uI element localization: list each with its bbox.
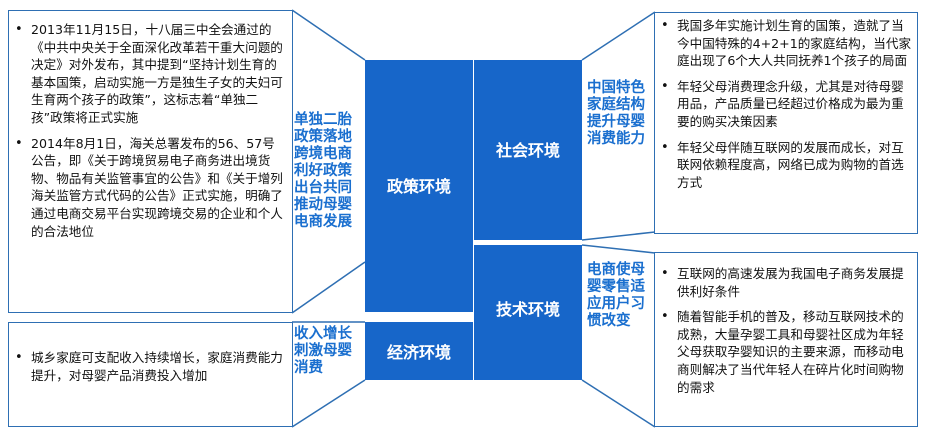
- policy-bullet-list: 2013年11月15日，十八届三中全会通过的《中共中央关于全面深化改革若干重大问…: [9, 11, 292, 240]
- economy-summary: 收入增长刺激母婴消费: [294, 326, 352, 376]
- policy-center-label: 政策环境: [386, 177, 451, 196]
- society-bullet-2: 年轻父母消费理念升级，尤其是对待母婴用品，产品质量已经超过价格成为最为重要的购买…: [657, 78, 913, 131]
- connector-tech-top: [581, 244, 656, 254]
- economy-bullet-1: 城乡家庭可支配收入持续增长，家庭消费能力提升，对母婴产品消费投入增加: [11, 349, 286, 384]
- connector-policy-top: [291, 9, 366, 61]
- economy-center-label: 经济环境: [386, 343, 451, 362]
- society-bullet-list: 我国多年实施计划生育的国策，造就了当今中国特殊的4+2+1的家庭结构，当代家庭出…: [655, 13, 917, 191]
- technology-bullet-list: 互联网的高速发展为我国电子商务发展提供利好条件 随着智能手机的普及，移动互联网技…: [655, 253, 917, 396]
- society-bullet-1: 我国多年实施计划生育的国策，造就了当今中国特殊的4+2+1的家庭结构，当代家庭出…: [657, 17, 913, 70]
- technology-block: [474, 245, 582, 380]
- policy-bullet-1: 2013年11月15日，十八届三中全会通过的《中共中央关于全面深化改革若干重大问…: [11, 21, 286, 127]
- economy-detail-box: 城乡家庭可支配收入持续增长，家庭消费能力提升，对母婴产品消费投入增加: [8, 322, 293, 427]
- technology-center-label: 技术环境: [495, 300, 560, 319]
- policy-detail-box: 2013年11月15日，十八届三中全会通过的《中共中央关于全面深化改革若干重大问…: [8, 10, 293, 313]
- society-block: [474, 60, 582, 240]
- economy-bullet-list: 城乡家庭可支配收入持续增长，家庭消费能力提升，对母婴产品消费投入增加: [9, 323, 292, 384]
- technology-bullet-2: 随着智能手机的普及，移动互联网技术的成熟，大量孕婴工具和母婴社区成为年轻父母获取…: [657, 308, 913, 396]
- connector-tech-bottom: [581, 379, 656, 428]
- economy-block: [365, 322, 473, 380]
- technology-detail-box: 互联网的高速发展为我国电子商务发展提供利好条件 随着智能手机的普及，移动互联网技…: [654, 252, 918, 427]
- technology-summary: 电商使母婴零售适应用户习惯改变: [587, 262, 645, 329]
- society-center-label: 社会环境: [495, 141, 560, 160]
- society-detail-box: 我国多年实施计划生育的国策，造就了当今中国特殊的4+2+1的家庭结构，当代家庭出…: [654, 12, 918, 234]
- connector-society-top: [581, 11, 656, 61]
- policy-summary: 单独二胎政策落地跨境电商利好政策出台共同推动母婴电商发展: [294, 112, 352, 230]
- connector-society-bottom: [581, 231, 656, 241]
- society-summary: 中国特色家庭结构提升母婴消费能力: [587, 80, 645, 147]
- technology-bullet-1: 互联网的高速发展为我国电子商务发展提供利好条件: [657, 265, 913, 300]
- society-bullet-3: 年轻父母伴随互联网的发展而成长，对互联网依赖程度高，网络已成为购物的首选方式: [657, 139, 913, 192]
- policy-block: [365, 60, 473, 312]
- connector-economy-bottom: [291, 379, 366, 428]
- policy-bullet-2: 2014年8月1日，海关总署发布的56、57号公告，即《关于跨境贸易电子商务进出…: [11, 135, 286, 241]
- connector-policy-bottom: [291, 261, 366, 314]
